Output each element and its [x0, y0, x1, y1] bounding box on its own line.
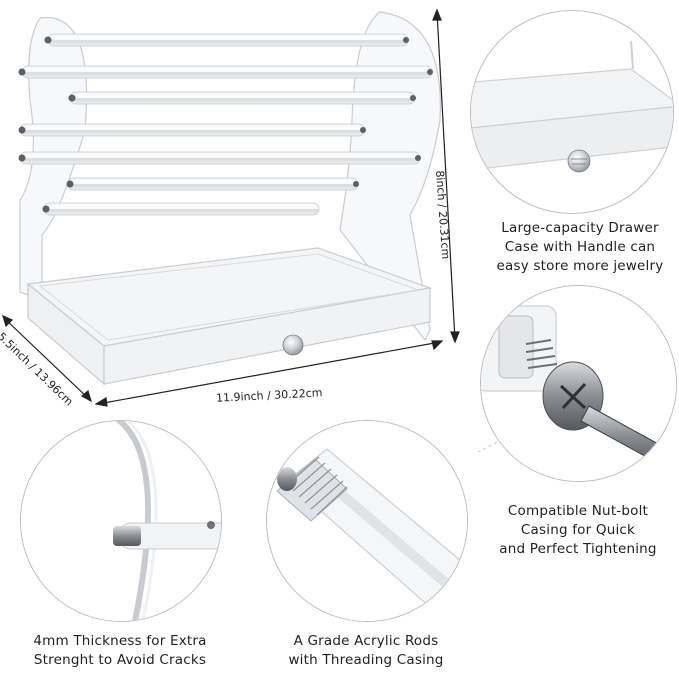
drawer-detail-circle	[470, 10, 674, 214]
drawer-detail-image	[471, 11, 673, 213]
nut-bolt-callout-line-3: and Perfect Tightening	[499, 541, 657, 557]
thickness-detail-circle	[20, 420, 222, 622]
thickness-callout-line-1: 4mm Thickness for Extra	[33, 633, 207, 649]
nut-bolt-detail-circle	[480, 285, 677, 482]
dimension-lines	[2, 8, 460, 407]
drawer-callout-line-2: Case with Handle can	[504, 239, 656, 255]
rod-threading-detail-image	[267, 421, 467, 621]
nut-bolt-callout: Compatible Nut-bolt Casing for Quick and…	[478, 502, 678, 559]
drawer-tray	[26, 247, 433, 386]
drawer-callout-line-1: Large-capacity Drawer	[501, 220, 659, 236]
nut-bolt-callout-line-2: Casing for Quick	[520, 522, 636, 538]
thickness-callout: 4mm Thickness for Extra Strenght to Avoi…	[10, 632, 230, 670]
thickness-detail-image	[21, 421, 221, 621]
nut-bolt-callout-line-1: Compatible Nut-bolt	[507, 503, 649, 519]
rod-threading-detail-circle	[266, 420, 468, 622]
rods-callout-line-2: with Threading Casing	[288, 652, 444, 668]
acrylic-rods	[19, 33, 433, 216]
rods-callout: A Grade Acrylic Rods with Threading Casi…	[262, 632, 470, 670]
drawer-callout: Large-capacity Drawer Case with Handle c…	[485, 219, 675, 276]
drawer-callout-line-3: easy store more jewelry	[496, 258, 664, 274]
thickness-callout-line-2: Strenght to Avoid Cracks	[33, 652, 207, 668]
rods-callout-line-1: A Grade Acrylic Rods	[293, 633, 439, 649]
nut-bolt-detail-image	[481, 286, 676, 481]
